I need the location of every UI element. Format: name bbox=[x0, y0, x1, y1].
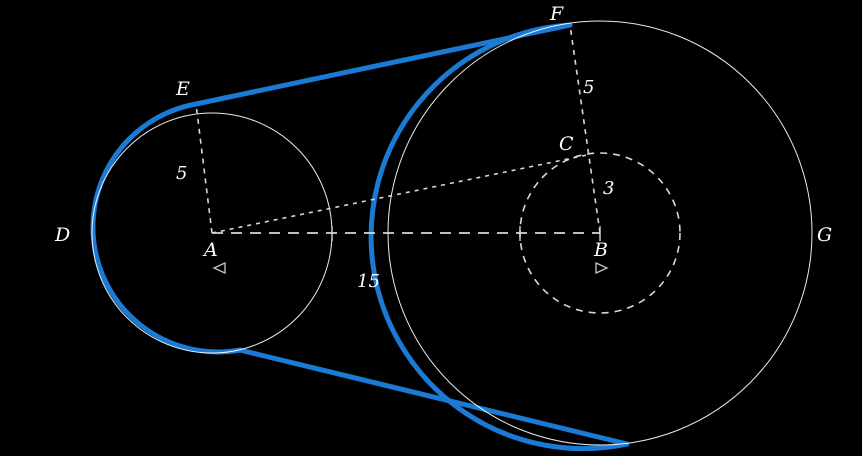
belt-arc-right-pulley bbox=[368, 22, 630, 452]
construction-circles-group bbox=[91, 20, 813, 446]
label-distance-AB: 15 bbox=[357, 271, 380, 292]
label-point-C: C bbox=[559, 133, 574, 155]
label-point-F: F bbox=[549, 3, 564, 25]
direction-markers-group bbox=[212, 261, 609, 275]
label-point-G: G bbox=[817, 224, 832, 246]
label-point-A: A bbox=[202, 239, 218, 261]
labels-group: D E F C A B G 5 5 3 15 bbox=[54, 3, 832, 292]
line-AC-connector bbox=[211, 154, 588, 234]
label-radius-BF: 5 bbox=[583, 77, 594, 98]
left-arrow-icon bbox=[212, 261, 226, 275]
right-arrow-icon bbox=[595, 261, 609, 275]
label-radius-AE: 5 bbox=[176, 163, 187, 184]
label-point-B: B bbox=[593, 239, 608, 261]
belt-tangent-lower bbox=[237, 347, 630, 447]
label-point-E: E bbox=[175, 78, 190, 100]
construction-lines-group bbox=[195, 24, 601, 241]
line-AE-radius bbox=[195, 103, 213, 234]
label-point-D: D bbox=[54, 224, 70, 246]
belt-arc-left-pulley bbox=[90, 101, 243, 355]
line-BF-radius bbox=[569, 24, 601, 234]
belt-path-group bbox=[90, 22, 630, 452]
label-radius-BC: 3 bbox=[603, 178, 614, 199]
